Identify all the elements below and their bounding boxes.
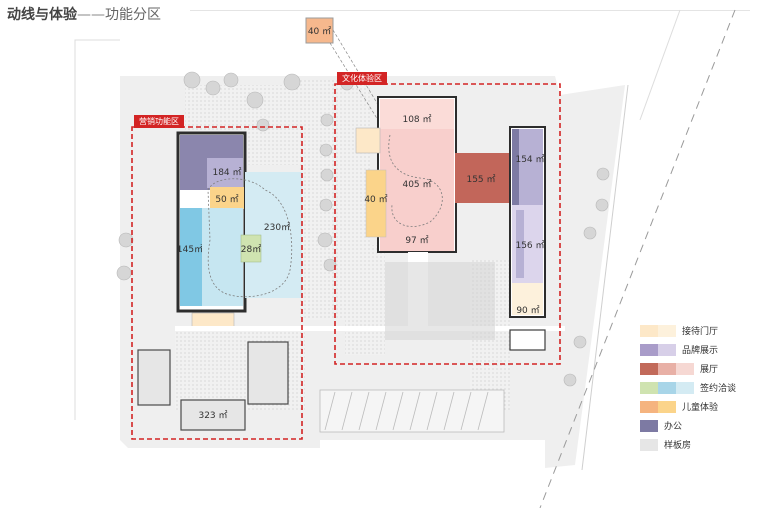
legend-swatch [640,438,658,451]
zone-outline-marketing [131,126,303,440]
room-negotiate-left [202,208,243,306]
room-reception-left [191,312,235,329]
room-sign-28 [240,234,262,263]
zone-tag-culture: 文化体验区 [337,72,387,85]
label-155: 155 ㎡ [466,174,495,185]
label-230: 230㎡ [264,222,290,233]
legend-item: 品牌展示 [640,340,736,359]
label-154: 154 ㎡ [515,154,544,165]
road-edge [581,84,629,471]
title-dash: —— [77,7,105,23]
label-40-top: 40 ㎡ [308,26,331,37]
label-108: 108 ㎡ [402,114,431,125]
parking-lot [319,389,505,433]
room-reception-90 [512,283,543,315]
legend-label: 品牌展示 [682,346,719,356]
road-centerline [539,9,736,508]
label-156: 156 ㎡ [515,240,544,251]
title-rule [190,10,750,11]
model-house-323 [180,399,246,431]
legend-swatch [640,381,658,394]
room-exhibit-155 [455,153,510,203]
legend-label: 展厅 [700,365,719,375]
legend-label: 签约洽谈 [700,384,737,394]
zone-tag-marketing: 营销功能区 [134,115,184,128]
room-office-154 [512,129,519,205]
legend-item: 接待门厅 [640,321,736,340]
courtyard [385,262,495,340]
walkway-main [175,326,565,331]
flow-marketing [207,178,293,298]
kiosk-room [305,17,334,44]
legend-swatch [640,400,658,413]
label-40-left: 40 ㎡ [364,194,387,205]
room-reception-right [355,127,381,154]
room-hall-108 [380,99,454,129]
legend-label: 办公 [664,422,683,432]
legend-swatch [640,362,658,375]
legend-swatch [676,381,694,394]
legend-item: 展厅 [640,359,736,378]
label-97: 97 ㎡ [405,235,428,246]
label-90: 90 ㎡ [516,305,539,316]
legend-swatch [658,400,676,413]
label-323: 323 ㎡ [198,410,227,421]
model-house-1 [137,349,171,406]
legend-item: 样板房 [640,435,736,454]
room-sign-145 [180,208,202,306]
legend-swatch [658,362,676,375]
label-28: 28㎡ [241,244,261,255]
road-line [639,9,681,121]
room-kids-40 [365,169,387,238]
plaza-walk [345,245,385,355]
east-entry [509,329,546,351]
legend-swatch [658,343,676,356]
legend: 接待门厅品牌展示展厅签约洽谈儿童体验办公样板房 [640,321,736,454]
legend-swatch [658,381,676,394]
legend-swatch [640,343,658,356]
page-title: 动线与体验——功能分区 [7,4,161,24]
legend-swatch [640,419,658,432]
title-sub: 功能分区 [105,7,161,23]
label-145: 145㎡ [177,244,203,255]
legend-label: 接待门厅 [682,327,719,337]
flow-culture [388,134,443,227]
legend-item: 儿童体验 [640,397,736,416]
zone-outline-culture [334,83,561,365]
legend-swatch [658,324,676,337]
room-brand-156-core [516,210,524,278]
kiosk-link-2 [332,29,381,109]
room-brand-184 [207,158,243,188]
legend-swatch [640,324,658,337]
boundary-line [74,39,120,420]
label-50: 50 ㎡ [215,194,238,205]
label-184: 184 ㎡ [212,167,241,178]
legend-item: 签约洽谈 [640,378,736,397]
legend-label: 儿童体验 [682,403,719,413]
model-house-2 [247,341,289,405]
legend-swatch [676,362,694,375]
title-main: 动线与体验 [7,7,77,23]
room-kids-50 [210,187,244,209]
legend-label: 样板房 [664,441,692,451]
label-405: 405 ㎡ [402,179,431,190]
legend-item: 办公 [640,416,736,435]
